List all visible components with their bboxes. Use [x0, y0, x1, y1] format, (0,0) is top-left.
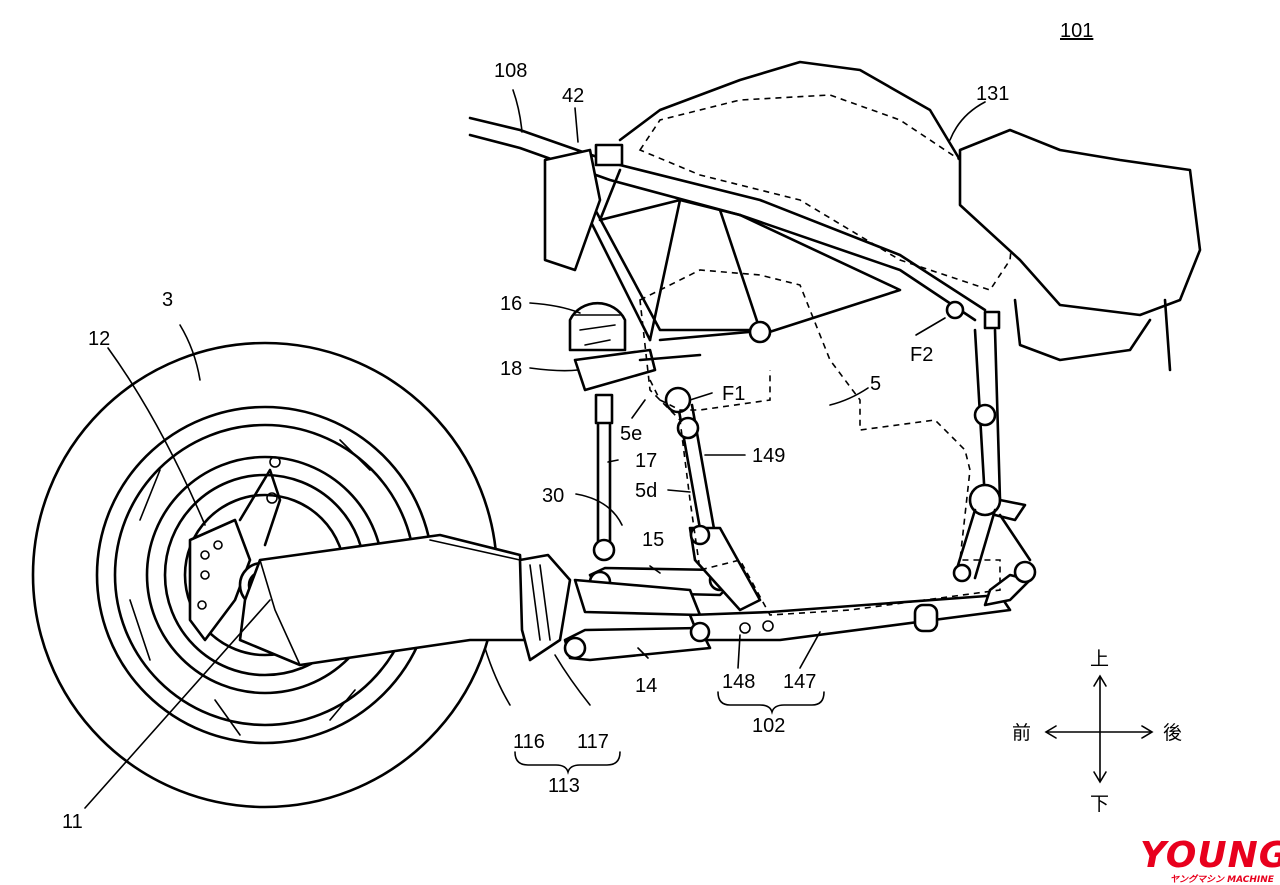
label-117: 117 [577, 731, 609, 753]
label-14: 14 [635, 675, 657, 697]
strut [592, 393, 616, 562]
front-swing-arm [238, 533, 572, 667]
label-12: 12 [88, 328, 110, 350]
reference-labels: 101 108 42 131 3 12 16 18 5 F1 F2 5e 17 … [62, 20, 1093, 833]
label-102: 102 [752, 715, 785, 737]
label-F1: F1 [722, 383, 745, 405]
label-149: 149 [752, 445, 785, 467]
leader-lines [84, 89, 986, 809]
label-131: 131 [976, 83, 1009, 105]
label-5d: 5d [635, 480, 657, 502]
label-148: 148 [722, 671, 755, 693]
label-3: 3 [162, 289, 173, 311]
direction-labels: 上 下 前 後 [1012, 648, 1182, 815]
label-17: 17 [635, 450, 657, 472]
label-15: 15 [642, 529, 664, 551]
label-F2: F2 [910, 344, 933, 366]
label-5: 5 [870, 373, 881, 395]
label-16: 16 [500, 293, 522, 315]
direction-indicator [1044, 674, 1154, 784]
label-113: 113 [548, 775, 580, 797]
label-42: 42 [562, 85, 584, 107]
brake-bracket [188, 456, 282, 642]
engine-outline [639, 269, 1001, 616]
direction-up-label: 上 [1090, 648, 1109, 670]
young-machine-logo: YOUNG [1140, 835, 1280, 876]
label-18: 18 [500, 358, 522, 380]
label-147: 147 [783, 671, 816, 693]
direction-rear-label: 後 [1163, 722, 1182, 744]
reference-number-101: 101 [1060, 20, 1093, 42]
seat [958, 128, 1202, 372]
label-5e: 5e [620, 423, 642, 445]
young-machine-logo-subtext: ヤングマシン MACHINE [1170, 875, 1274, 885]
label-11: 11 [62, 811, 83, 833]
direction-down-label: 下 [1090, 793, 1109, 815]
label-30: 30 [542, 485, 564, 507]
main-frame [468, 116, 1001, 362]
body-cover [618, 60, 1016, 291]
rear-link [952, 328, 1032, 583]
lower-frame [688, 560, 1037, 643]
label-116: 116 [513, 731, 545, 753]
label-108: 108 [494, 60, 527, 82]
direction-front-label: 前 [1012, 722, 1031, 744]
shock-absorber [568, 301, 657, 392]
